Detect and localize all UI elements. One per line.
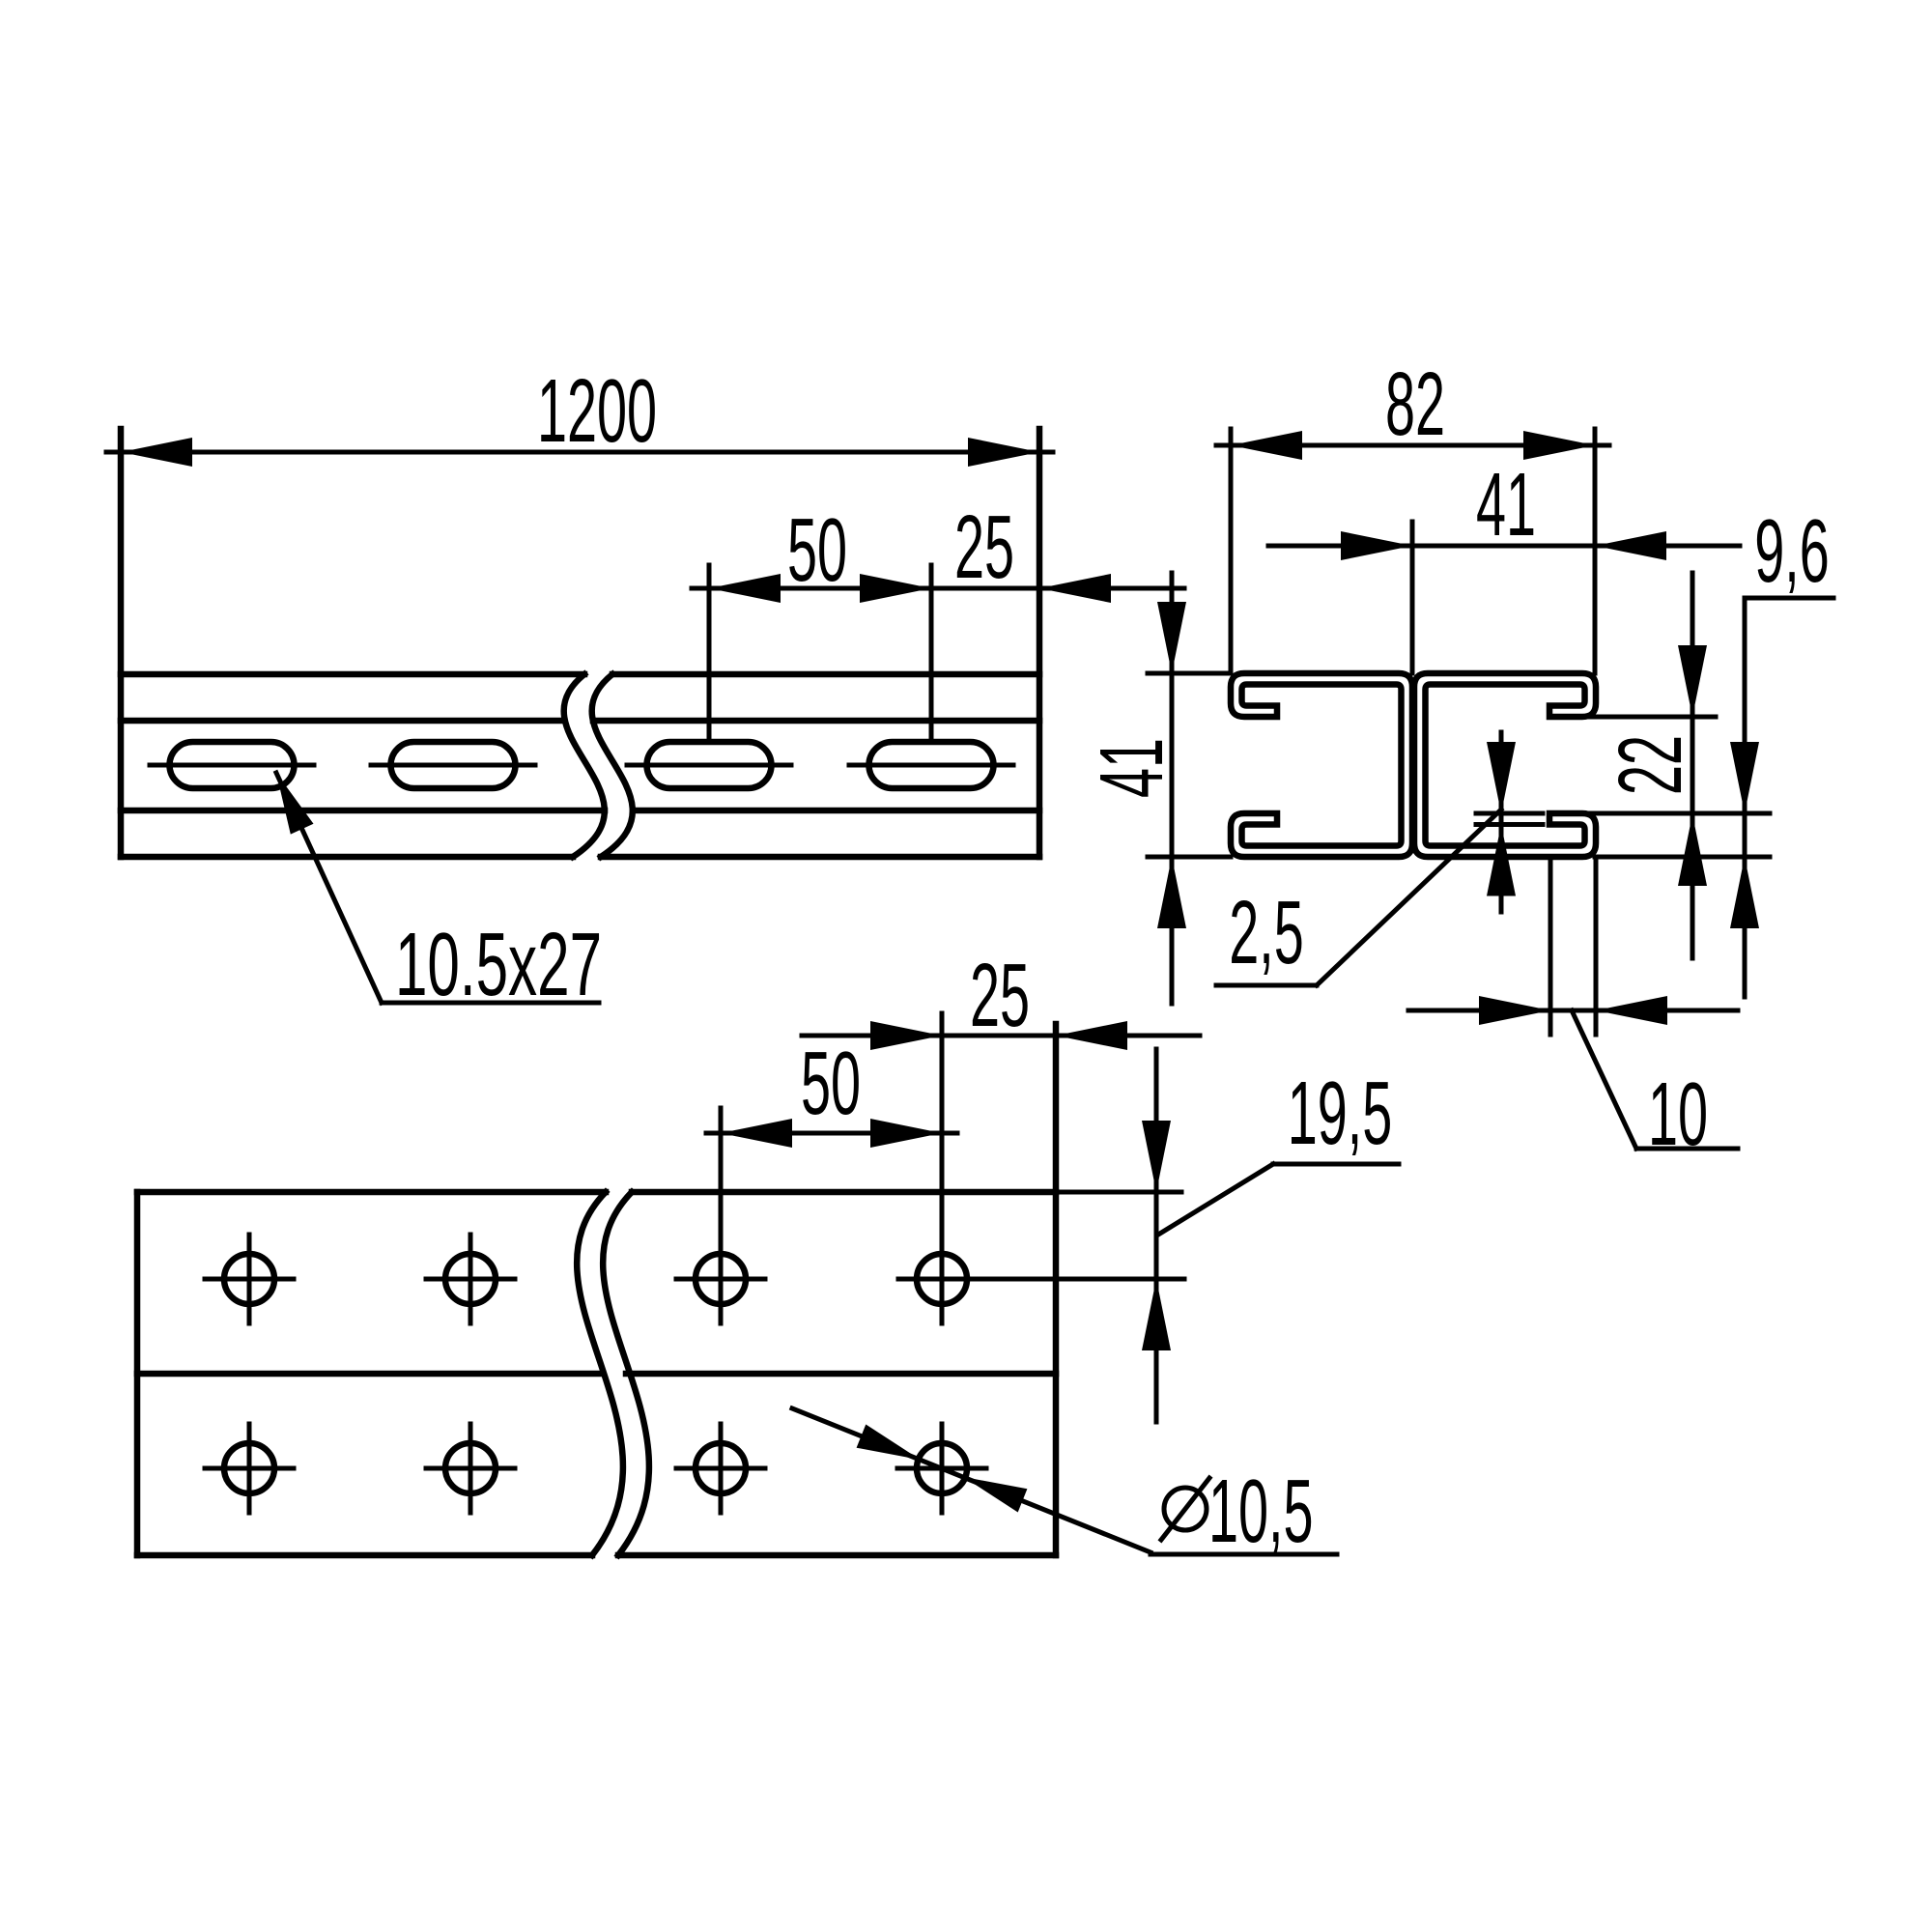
svg-text:50: 50 <box>787 501 847 601</box>
svg-text:41: 41 <box>1083 738 1182 798</box>
svg-text:22: 22 <box>1602 735 1701 795</box>
svg-text:9,6: 9,6 <box>1754 502 1830 602</box>
svg-text:25: 25 <box>970 947 1030 1046</box>
svg-text:1200: 1200 <box>537 362 657 462</box>
svg-text:41: 41 <box>1476 456 1536 555</box>
svg-text:82: 82 <box>1385 355 1445 455</box>
svg-text:19,5: 19,5 <box>1288 1065 1393 1164</box>
svg-text:10.5x27: 10.5x27 <box>395 914 602 1014</box>
svg-text:50: 50 <box>801 1035 861 1134</box>
svg-text:10: 10 <box>1648 1065 1708 1165</box>
svg-text:10,5: 10,5 <box>1208 1463 1314 1562</box>
svg-text:25: 25 <box>954 498 1014 598</box>
svg-text:2,5: 2,5 <box>1229 884 1304 983</box>
